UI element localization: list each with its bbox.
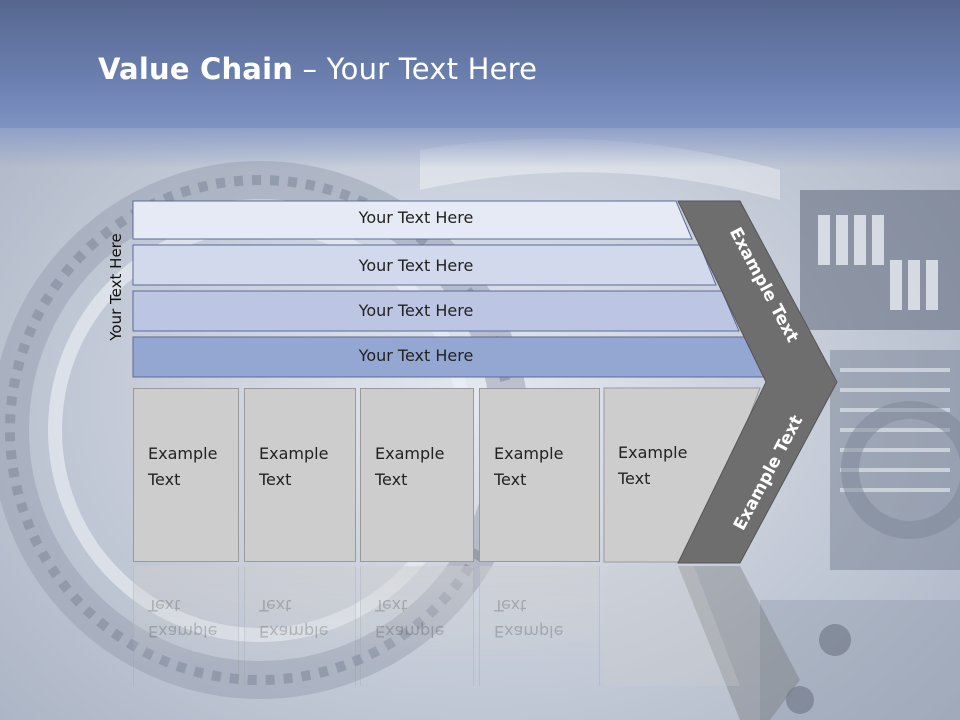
support-band-4-label: Your Text Here xyxy=(358,346,474,365)
support-band-1 xyxy=(132,200,693,240)
reflection-4-label: Example Text xyxy=(494,596,564,641)
activity-box-2-label: Example Text xyxy=(259,444,329,489)
activity-box-1: Example Text xyxy=(133,388,239,562)
reflection-3-label: Example Text xyxy=(375,596,445,641)
activity-box-4: Example Text xyxy=(479,388,600,562)
activity-box-4-label: Example Text xyxy=(494,444,564,489)
activity-box-5-label: Example Text xyxy=(618,443,688,488)
activity-box-1-label: Example Text xyxy=(148,444,218,489)
page-title: Value Chain – Your Text Here xyxy=(98,52,537,86)
reflection-2-label: Example Text xyxy=(259,596,329,641)
support-band-3 xyxy=(132,290,740,332)
activity-box-3: Example Text xyxy=(360,388,474,562)
support-band-2-label: Your Text Here xyxy=(358,256,474,275)
title-bold: Value Chain xyxy=(98,52,294,86)
support-band-1-label: Your Text Here xyxy=(358,208,474,227)
activity-box-3-reflection: Example Text xyxy=(360,566,474,686)
margin-arrow-reflection xyxy=(678,566,800,720)
activity-box-2-reflection: Example Text xyxy=(244,566,356,686)
activity-box-2: Example Text xyxy=(244,388,356,562)
activity-box-3-label: Example Text xyxy=(375,444,445,489)
margin-arrow xyxy=(677,200,838,564)
activity-box-4-reflection: Example Text xyxy=(479,566,600,686)
support-band-2 xyxy=(132,244,717,286)
title-rest: – Your Text Here xyxy=(293,52,538,86)
reflection-1-label: Example Text xyxy=(148,596,218,641)
activity-box-5-reflection xyxy=(604,566,740,686)
support-activities-label: Your Text Here xyxy=(107,233,125,341)
support-band-3-label: Your Text Here xyxy=(358,301,474,320)
activity-box-1-reflection: Example Text xyxy=(133,566,239,686)
